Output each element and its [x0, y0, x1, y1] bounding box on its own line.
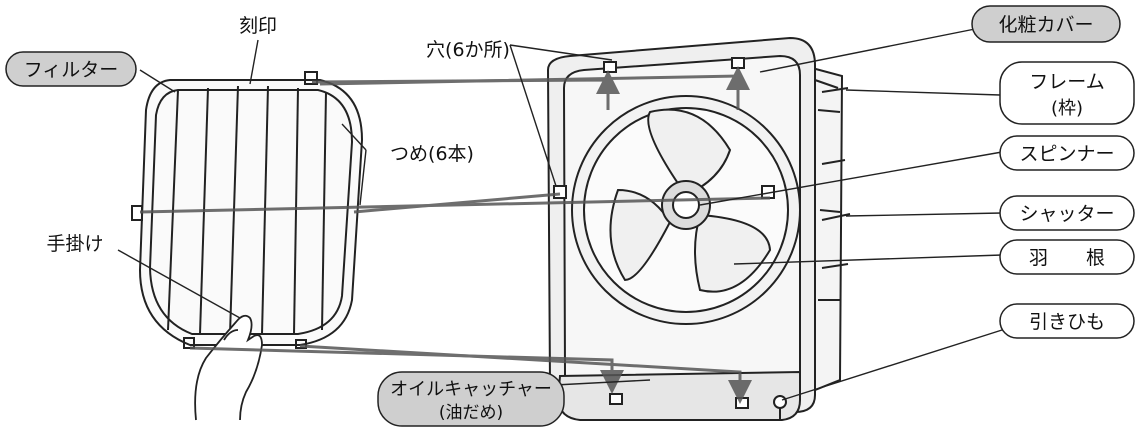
label-frame: フレーム (枠) — [999, 61, 1135, 125]
label-frame-line1: フレーム — [1029, 71, 1104, 93]
label-filter-text: フィルター — [24, 59, 119, 81]
label-oil-line1: オイルキャッチャー — [390, 379, 552, 400]
label-oil-catcher: オイルキャッチャー (油だめ) — [377, 371, 565, 427]
label-blade: 羽 根 — [999, 239, 1135, 275]
label-spinner: スピンナー — [999, 135, 1135, 171]
hand-illustration — [194, 314, 263, 421]
alignment-lines — [139, 66, 771, 404]
label-blade-text: 羽 根 — [1029, 247, 1105, 269]
label-frame-line2: (枠) — [1051, 98, 1083, 119]
label-shutter-text: シャッター — [1019, 203, 1114, 225]
label-spinner-text: スピンナー — [1019, 143, 1114, 165]
label-stamp: 刻印 — [239, 15, 277, 37]
label-filter: フィルター — [5, 51, 137, 87]
label-cover-text: 化粧カバー — [998, 14, 1093, 36]
label-oil-line2: (油だめ) — [439, 403, 503, 423]
leader-lines — [117, 21, 1011, 401]
label-pull-cord: 引きひも — [999, 303, 1135, 339]
label-pull-cord-text: 引きひも — [1029, 311, 1105, 333]
label-handle: 手掛け — [46, 233, 103, 255]
label-shutter: シャッター — [999, 195, 1135, 231]
label-cover: 化粧カバー — [971, 5, 1121, 43]
label-holes: 穴(6か所) — [426, 39, 510, 61]
label-claws: つめ(6本) — [390, 143, 474, 165]
fan-unit — [546, 36, 851, 421]
